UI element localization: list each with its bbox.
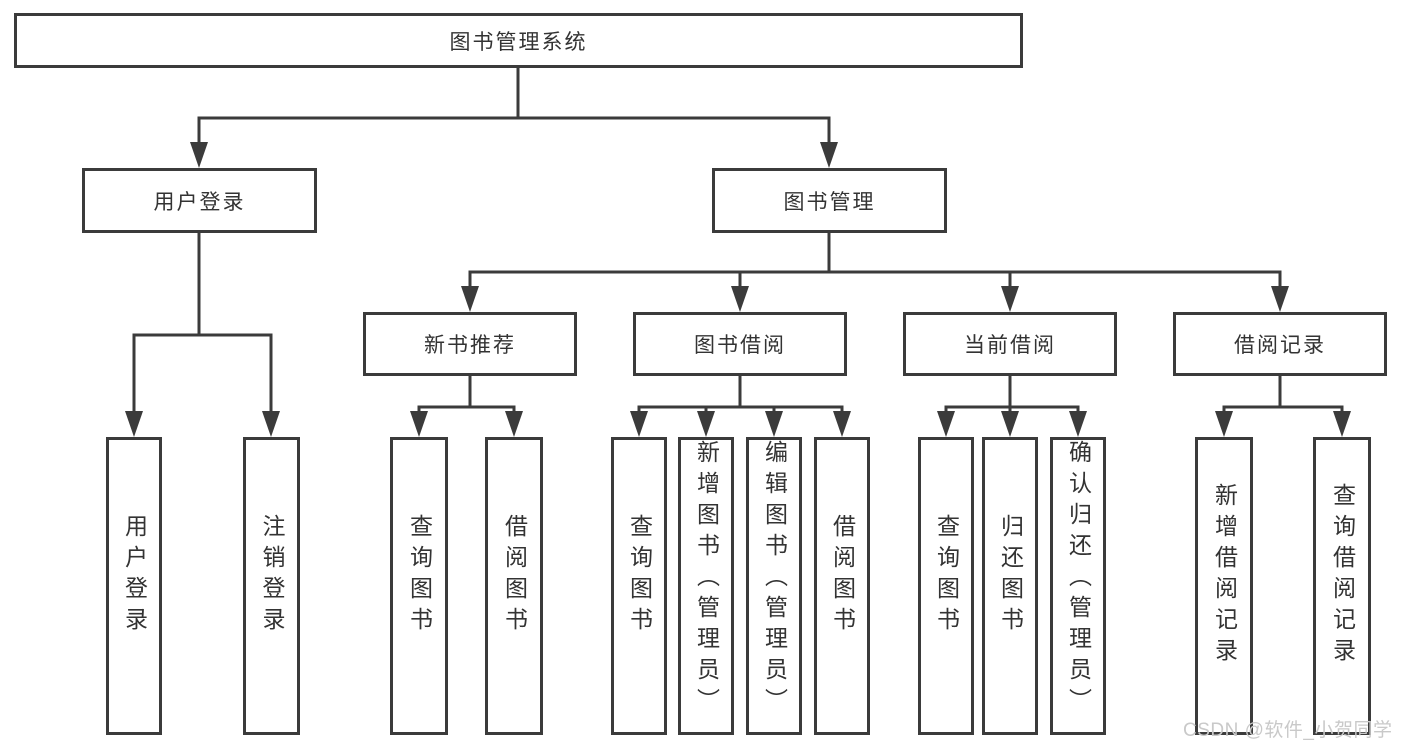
connector-borrow-record-to-leaves — [1215, 376, 1351, 437]
leaf-query-book-recommend-label: 查询图书 — [406, 514, 433, 638]
leaf-query-book-current: 查询图书 — [918, 437, 974, 735]
connector-new-book-to-leaves — [410, 376, 523, 437]
leaf-borrow-book-recommend-label: 借阅图书 — [501, 514, 528, 638]
node-user-login: 用户登录 — [82, 168, 317, 233]
node-root-system: 图书管理系统 — [14, 13, 1023, 68]
leaf-add-borrow-record: 新增借阅记录 — [1195, 437, 1253, 735]
node-current-borrow: 当前借阅 — [903, 312, 1117, 376]
leaf-query-book-recommend: 查询图书 — [390, 437, 448, 735]
leaf-edit-book-admin-label: 编辑图书（管理员） — [761, 440, 788, 719]
node-new-book-recommend: 新书推荐 — [363, 312, 577, 376]
leaf-add-book-admin: 新增图书（管理员） — [678, 437, 734, 735]
node-book-management: 图书管理 — [712, 168, 947, 233]
leaf-query-book-borrow: 查询图书 — [611, 437, 667, 735]
leaf-query-book-current-label: 查询图书 — [933, 514, 960, 638]
leaf-borrow-book: 借阅图书 — [814, 437, 870, 735]
leaf-user-login: 用户登录 — [106, 437, 162, 735]
node-borrow-record: 借阅记录 — [1173, 312, 1387, 376]
leaf-confirm-return-admin-label: 确认归还（管理员） — [1065, 440, 1092, 719]
leaf-borrow-book-label: 借阅图书 — [829, 514, 856, 638]
connector-user-login-to-leaves — [125, 233, 280, 437]
connector-book-mgmt-to-level3 — [461, 233, 1289, 312]
leaf-return-book-label: 归还图书 — [997, 514, 1024, 638]
connector-root-to-level2 — [190, 68, 838, 168]
connector-current-borrow-to-leaves — [937, 376, 1087, 437]
leaf-query-book-borrow-label: 查询图书 — [626, 514, 653, 638]
leaf-edit-book-admin: 编辑图书（管理员） — [746, 437, 802, 735]
leaf-add-book-admin-label: 新增图书（管理员） — [693, 440, 720, 719]
leaf-add-borrow-record-label: 新增借阅记录 — [1211, 483, 1238, 669]
leaf-user-login-label: 用户登录 — [121, 514, 148, 638]
connector-book-borrow-to-leaves — [630, 376, 851, 437]
leaf-logout: 注销登录 — [243, 437, 300, 735]
node-book-borrow: 图书借阅 — [633, 312, 847, 376]
watermark: CSDN @软件_小贺同学 — [1183, 720, 1393, 741]
leaf-return-book: 归还图书 — [982, 437, 1038, 735]
leaf-borrow-book-recommend: 借阅图书 — [485, 437, 543, 735]
leaf-confirm-return-admin: 确认归还（管理员） — [1050, 437, 1106, 735]
leaf-logout-label: 注销登录 — [259, 514, 285, 638]
leaf-query-borrow-record: 查询借阅记录 — [1313, 437, 1371, 735]
leaf-query-borrow-record-label: 查询借阅记录 — [1329, 483, 1356, 669]
